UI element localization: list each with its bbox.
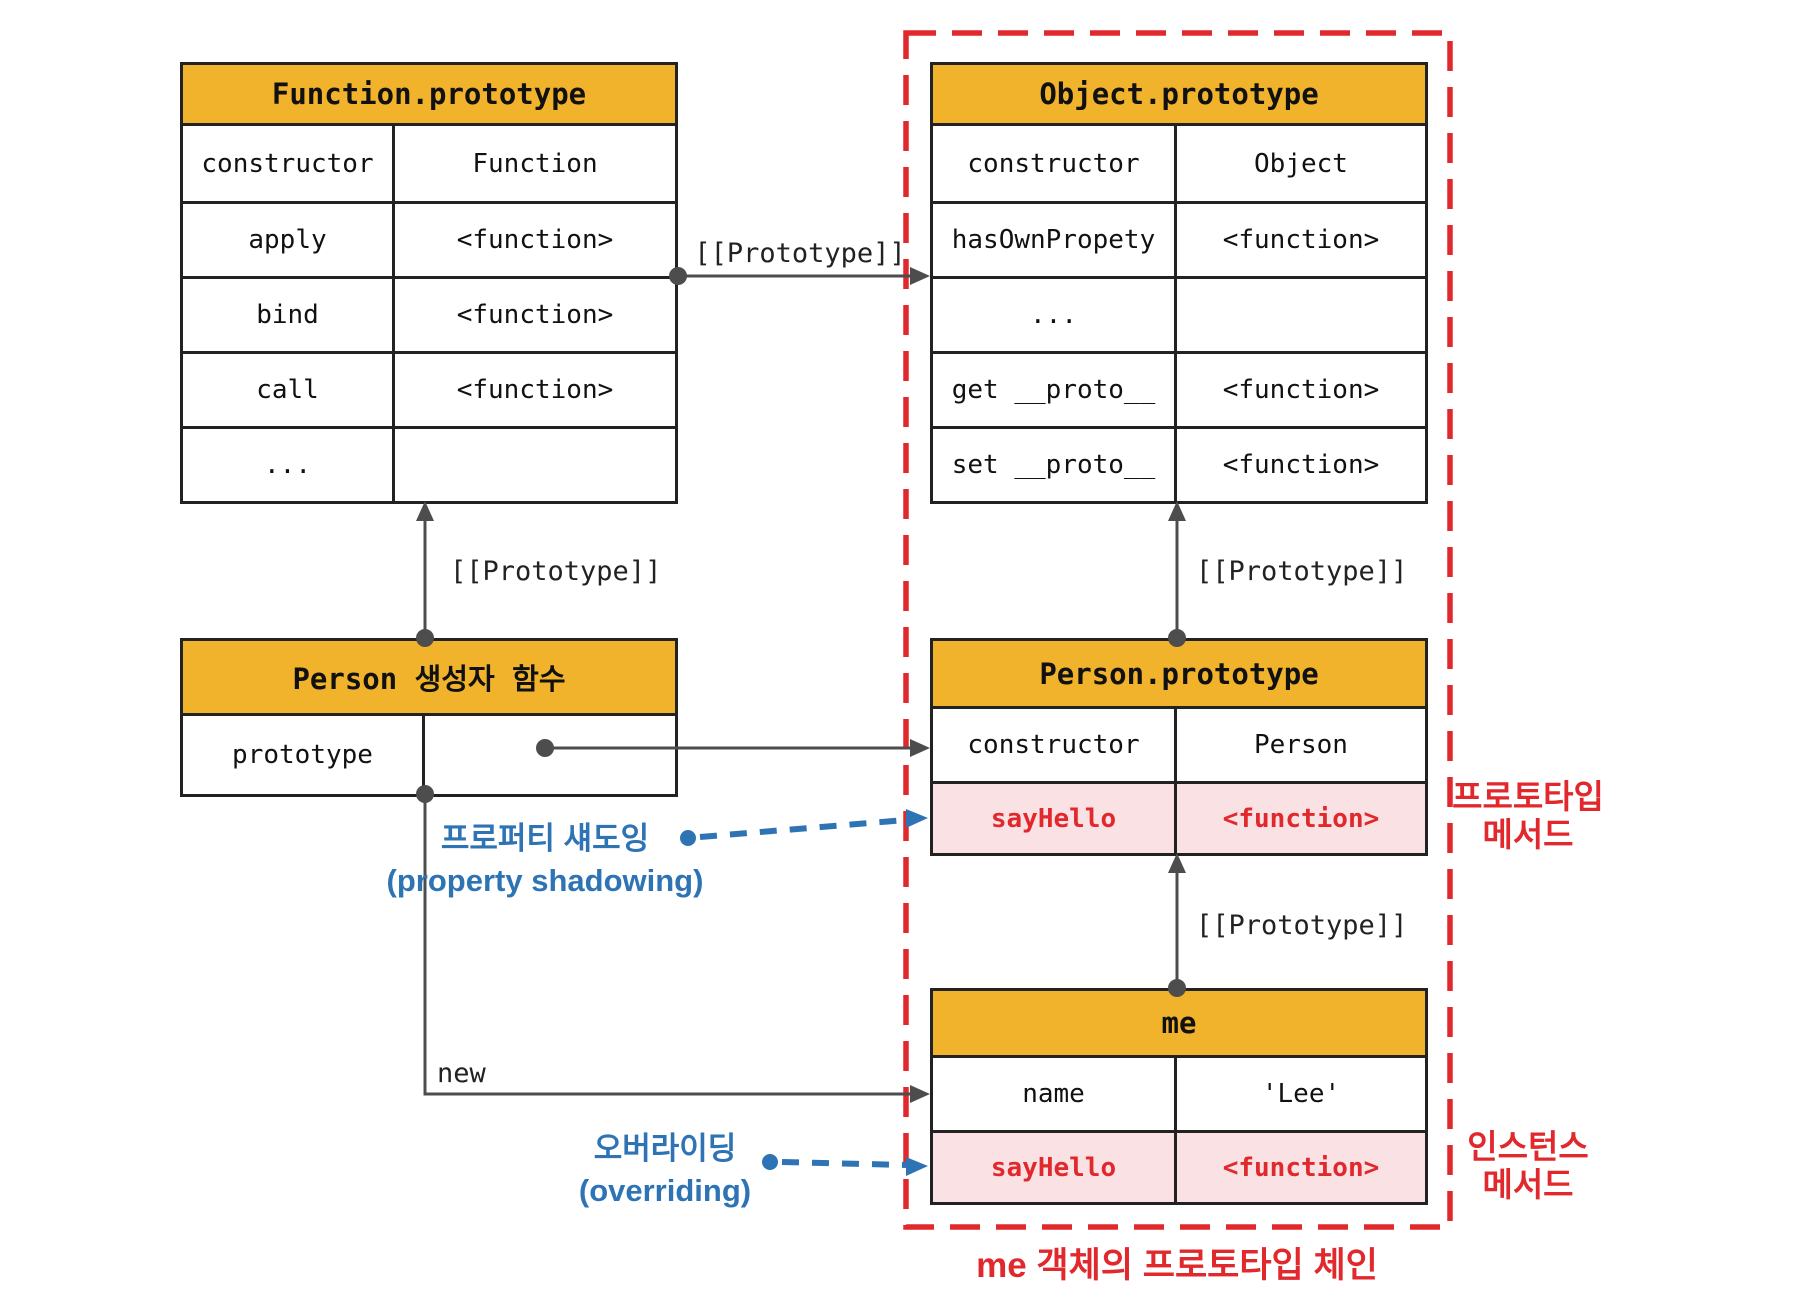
table-row: get __proto__ <function> bbox=[933, 351, 1425, 426]
table-row: hasOwnPropety <function> bbox=[933, 201, 1425, 276]
row-value: <function> bbox=[456, 300, 614, 330]
property-shadowing-label-en: (property shadowing) bbox=[387, 863, 704, 898]
row-key: get __proto__ bbox=[933, 354, 1177, 426]
arrowhead-up-icon bbox=[1168, 853, 1186, 873]
object-prototype-title: Object.prototype bbox=[933, 65, 1425, 126]
row-key: call bbox=[183, 354, 395, 426]
instance-method-label: 인스턴스 메서드 bbox=[1467, 1128, 1588, 1203]
prototype-link-label-top: [[Prototype]] bbox=[694, 238, 905, 269]
function-prototype-title: Function.prototype bbox=[183, 65, 675, 126]
table-row: constructor Object bbox=[933, 126, 1425, 201]
overriding-label-en: (overriding) bbox=[579, 1173, 751, 1208]
table-row: ... bbox=[933, 276, 1425, 351]
row-value: 'Lee' bbox=[1261, 1079, 1341, 1109]
overriding-label-ko: 오버라이딩 bbox=[594, 1131, 737, 1166]
row-key: prototype bbox=[183, 716, 425, 794]
annotation-dot bbox=[762, 1154, 778, 1170]
table-row: apply <function> bbox=[183, 201, 675, 276]
person-constructor-table: Person 생성자 함수 prototype bbox=[180, 638, 678, 797]
object-prototype-table: Object.prototype constructor Object hasO… bbox=[930, 62, 1428, 504]
person-constructor-title: Person 생성자 함수 bbox=[183, 641, 675, 716]
row-value: <function> bbox=[456, 375, 614, 405]
row-key: hasOwnPropety bbox=[933, 204, 1177, 276]
person-prototype-table: Person.prototype constructor Person sayH… bbox=[930, 638, 1428, 856]
me-title: me bbox=[933, 991, 1425, 1058]
row-key: constructor bbox=[933, 126, 1177, 201]
overriding-annotation: 오버라이딩 (overriding) bbox=[579, 1131, 928, 1208]
row-value: Person bbox=[1254, 730, 1348, 760]
arrowhead-up-icon bbox=[1168, 501, 1186, 521]
table-row: set __proto__ <function> bbox=[933, 426, 1425, 501]
row-value: <function> bbox=[1222, 1152, 1380, 1183]
instance-method-line2: 메서드 bbox=[1482, 1166, 1573, 1203]
row-value: Function bbox=[472, 148, 598, 179]
prototype-arrow-person-to-functionprototype bbox=[416, 501, 434, 647]
prototype-arrow-function-to-object bbox=[669, 267, 930, 285]
prototype-chain-caption: me 객체의 프로토타입 체인 bbox=[976, 1246, 1378, 1285]
row-key: constructor bbox=[183, 126, 395, 201]
annotation-dot bbox=[680, 830, 696, 846]
row-key: name bbox=[933, 1058, 1177, 1130]
table-row: bind <function> bbox=[183, 276, 675, 351]
property-shadowing-annotation: 프로퍼티 섀도잉 (property shadowing) bbox=[387, 809, 928, 898]
instance-method-line1: 인스턴스 bbox=[1467, 1128, 1588, 1165]
prototype-link-label-right-upper: [[Prototype]] bbox=[1196, 556, 1407, 587]
table-row: prototype bbox=[183, 716, 675, 794]
prototype-link-label-left: [[Prototype]] bbox=[450, 556, 661, 587]
new-keyword-label: new bbox=[437, 1058, 487, 1089]
row-value: <function> bbox=[1222, 450, 1380, 480]
prototype-link-label-right-lower: [[Prototype]] bbox=[1196, 910, 1407, 941]
row-value: <function> bbox=[1222, 803, 1380, 834]
row-key: constructor bbox=[933, 709, 1177, 781]
table-row-instance-method: sayHello <function> bbox=[933, 1130, 1425, 1202]
prototype-method-line1: 프로토타입 bbox=[1452, 778, 1604, 815]
arrowhead-right-icon bbox=[910, 739, 930, 757]
table-row: constructor Person bbox=[933, 709, 1425, 781]
prototype-arrow-personprototype-to-objectprototype bbox=[1168, 501, 1186, 647]
table-row: constructor Function bbox=[183, 126, 675, 201]
arrowhead-right-icon bbox=[906, 809, 928, 828]
property-shadowing-label-ko: 프로퍼티 섀도잉 bbox=[441, 821, 649, 856]
table-row: name 'Lee' bbox=[933, 1058, 1425, 1130]
table-row: call <function> bbox=[183, 351, 675, 426]
function-prototype-table: Function.prototype constructor Function … bbox=[180, 62, 678, 504]
arrowhead-right-icon bbox=[906, 1157, 928, 1176]
arrowhead-up-icon bbox=[416, 501, 434, 521]
new-operator-arrow bbox=[416, 785, 930, 1103]
row-key: bind bbox=[183, 279, 395, 351]
row-key: ... bbox=[933, 279, 1177, 351]
row-value bbox=[395, 429, 675, 501]
arrowhead-right-icon bbox=[910, 267, 930, 285]
arrowhead-right-icon bbox=[910, 1085, 930, 1103]
person-prototype-title: Person.prototype bbox=[933, 641, 1425, 709]
row-value bbox=[425, 716, 675, 794]
prototype-method-line2: 메서드 bbox=[1482, 816, 1573, 853]
me-table: me name 'Lee' sayHello <function> bbox=[930, 988, 1428, 1205]
row-key: apply bbox=[183, 204, 395, 276]
row-value: <function> bbox=[1222, 375, 1380, 405]
prototype-arrow-me-to-personprototype bbox=[1168, 853, 1186, 997]
table-row-prototype-method: sayHello <function> bbox=[933, 781, 1425, 853]
row-value: Object bbox=[1254, 148, 1348, 179]
row-value bbox=[1177, 279, 1425, 351]
row-value: <function> bbox=[456, 225, 614, 255]
row-key: sayHello bbox=[933, 784, 1177, 853]
row-key: sayHello bbox=[933, 1133, 1177, 1202]
row-value: <function> bbox=[1222, 225, 1380, 255]
row-key: set __proto__ bbox=[933, 429, 1177, 501]
row-key: ... bbox=[183, 429, 395, 501]
prototype-method-label: 프로토타입 메서드 bbox=[1452, 778, 1604, 853]
table-row: ... bbox=[183, 426, 675, 501]
